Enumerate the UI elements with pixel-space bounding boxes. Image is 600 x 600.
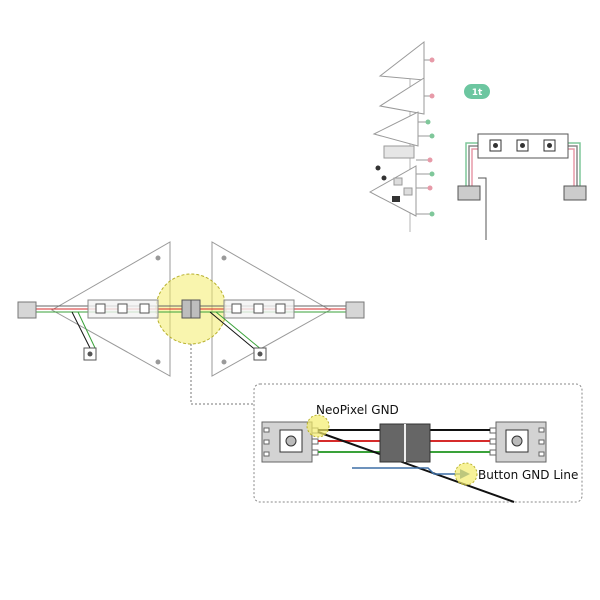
square-led-icon	[117, 303, 128, 314]
strip-assembly-detail	[457, 133, 587, 240]
jst-connector-icon	[17, 301, 37, 319]
triangle-layer-2	[378, 77, 425, 115]
jst-connector-icon	[345, 301, 365, 319]
detail-leader	[190, 344, 254, 405]
square-led-icon	[275, 303, 286, 314]
square-led-icon	[231, 303, 242, 314]
triangle-layer-1	[378, 40, 425, 81]
button-gnd-wire	[317, 431, 515, 503]
button-gnd-label: Button GND Line	[478, 468, 578, 482]
mini-strip	[383, 145, 415, 159]
square-led-icon	[139, 303, 150, 314]
jst-connector-icon	[563, 185, 587, 201]
button-gnd-highlight	[454, 462, 478, 486]
detail-wiring: NeoPixel GND Button GND Line	[261, 403, 578, 503]
exploded-assembly	[368, 40, 430, 232]
part-marker-dots	[425, 57, 435, 217]
jst-connector-icon	[457, 185, 481, 201]
square-led-icon	[95, 303, 106, 314]
neopixel-gnd-label: NeoPixel GND	[316, 403, 399, 417]
step-badge-text: 1t	[472, 88, 483, 98]
triangle-layer-4	[368, 165, 417, 217]
neopixel-gnd-highlight	[306, 414, 330, 438]
main-strip	[17, 299, 365, 361]
step-badge: 1t	[464, 84, 490, 99]
direction-arrow	[352, 467, 462, 475]
square-led-icon	[253, 303, 264, 314]
triangle-layer-3	[372, 111, 419, 147]
